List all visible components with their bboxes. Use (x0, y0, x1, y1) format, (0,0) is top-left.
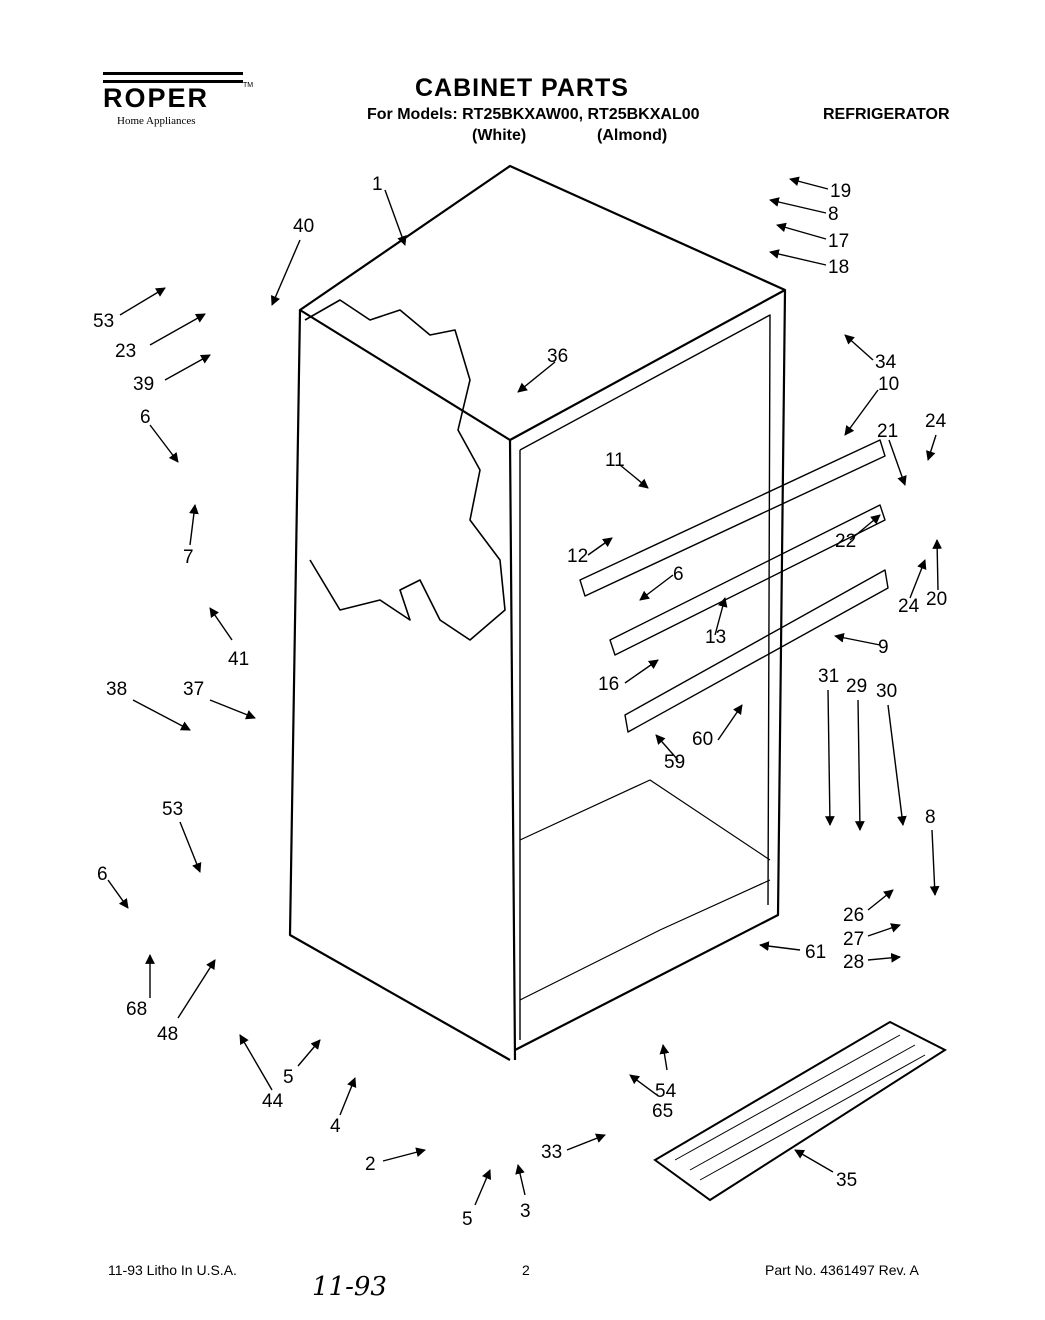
callout-label: 44 (262, 1091, 284, 1112)
callout-label: 1 (372, 174, 383, 195)
page-number: 2 (522, 1262, 530, 1278)
callout-label: 33 (541, 1142, 562, 1163)
callout-label: 3 (520, 1201, 531, 1222)
callout-label: 22 (835, 531, 856, 552)
roper-logo: ROPER TM Home Appliances (103, 72, 253, 127)
callout-label: 16 (598, 674, 619, 695)
callout-label: 17 (828, 231, 849, 252)
callout-label: 30 (876, 681, 897, 702)
callout-label: 24 (925, 411, 947, 432)
callout-label: 21 (877, 421, 898, 442)
appliance-type: REFRIGERATOR (823, 106, 950, 123)
callout-label: 20 (926, 589, 947, 610)
callout-label: 19 (830, 181, 851, 202)
callout-label: 35 (836, 1170, 857, 1191)
callout-label: 6 (97, 864, 108, 885)
color-white-label: (White) (472, 127, 527, 144)
callout-label: 53 (162, 799, 183, 820)
callout-label: 8 (828, 204, 839, 225)
grille-part (653, 1020, 948, 1202)
callout-label: 10 (878, 374, 899, 395)
callout-label: 36 (547, 346, 568, 367)
part-number: Part No. 4361497 Rev. A (765, 1262, 919, 1278)
page-title: CABINET PARTS (415, 74, 629, 102)
callout-label: 4 (330, 1116, 341, 1137)
model-numbers: For Models: RT25BKXAW00, RT25BKXAL00 (367, 106, 700, 123)
callout-label: 7 (183, 547, 194, 568)
callout-label: 29 (846, 676, 867, 697)
callout-label: 12 (567, 546, 588, 567)
cabinet-body (288, 164, 889, 1061)
callout-label: 61 (805, 942, 826, 963)
callout-label: 38 (106, 679, 127, 700)
callout-label: 6 (673, 564, 684, 585)
callout-label: 27 (843, 929, 864, 950)
callout-label: 37 (183, 679, 204, 700)
callout-label: 18 (828, 257, 849, 278)
logo-subtitle: Home Appliances (117, 115, 196, 127)
callout-label: 5 (283, 1067, 294, 1088)
callout-label: 28 (843, 952, 864, 973)
callout-label: 48 (157, 1024, 178, 1045)
callout-label: 6 (140, 407, 151, 428)
callout-label: 60 (692, 729, 713, 750)
color-almond-label: (Almond) (597, 127, 668, 144)
callout-label: 24 (898, 596, 920, 617)
callout-label: 8 (925, 807, 936, 828)
callout-label: 23 (115, 341, 136, 362)
callout-label: 9 (878, 637, 889, 658)
callout-label: 54 (655, 1081, 677, 1102)
callout-label: 13 (705, 627, 726, 648)
callout-label: 2 (365, 1154, 376, 1175)
callout-label: 39 (133, 374, 154, 395)
logo-bars (103, 72, 243, 83)
callout-label: 5 (462, 1209, 473, 1230)
callout-label: 68 (126, 999, 147, 1020)
callout-label: 53 (93, 311, 114, 332)
callout-label: 65 (652, 1101, 673, 1122)
callout-label: 34 (875, 352, 897, 373)
callout-label: 26 (843, 905, 864, 926)
logo-trademark: TM (243, 82, 254, 89)
footer-print-info: 11-93 Litho In U.S.A. (108, 1262, 237, 1278)
callout-numbers: 1 40 53 23 39 6 7 41 38 37 53 6 68 48 44… (93, 174, 947, 1230)
leader-lines (107, 176, 943, 1206)
callout-label: 11 (605, 450, 625, 471)
callout-label: 40 (293, 216, 314, 237)
callout-label: 31 (818, 666, 839, 687)
callout-label: 41 (228, 649, 249, 670)
callout-label: 59 (664, 752, 685, 773)
handwritten-date: 11-93 (312, 1272, 387, 1302)
logo-wordmark: ROPER (103, 83, 210, 113)
